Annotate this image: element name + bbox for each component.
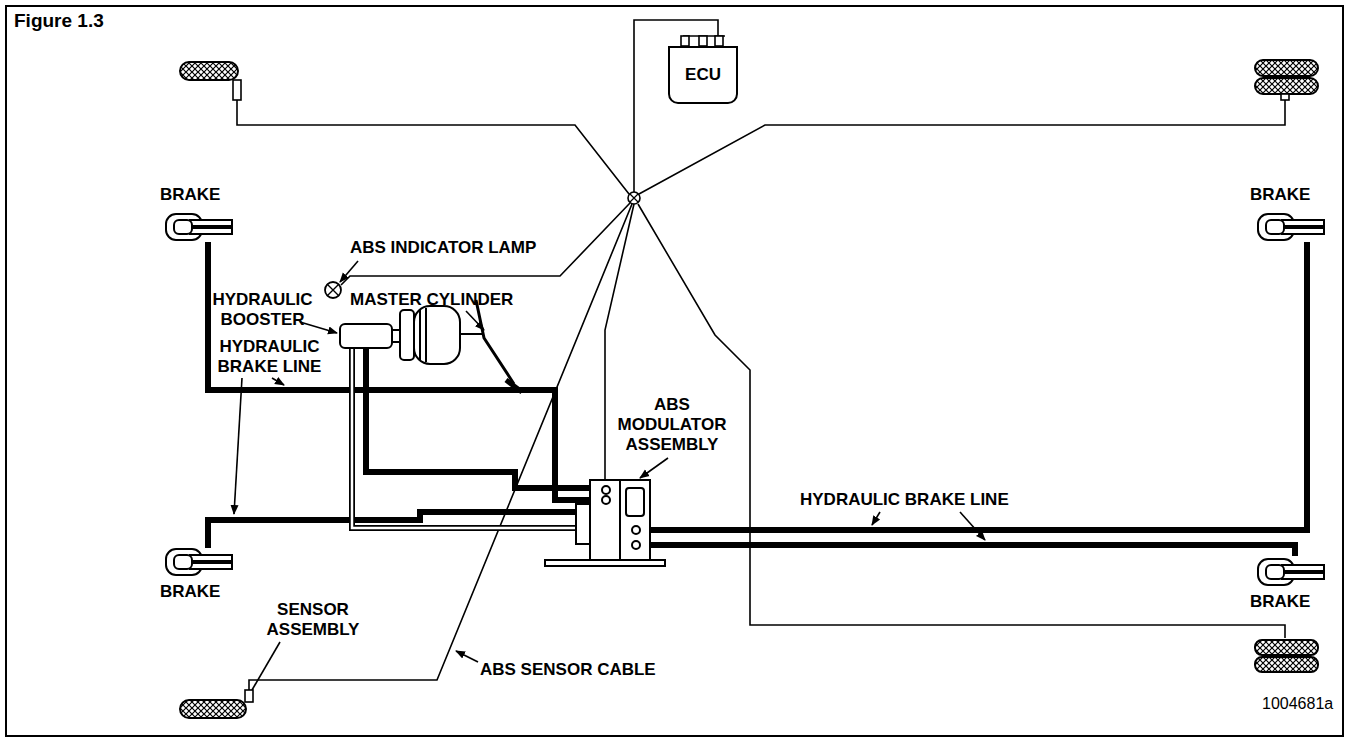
figure-title: Figure 1.3 [14, 10, 104, 32]
node-label: ECU [685, 65, 721, 85]
booster-label: HYDRAULIC BOOSTER [205, 290, 320, 330]
frame [6, 6, 1343, 736]
master-cylinder [340, 300, 522, 392]
wiring [237, 20, 1285, 692]
leader-arrows [234, 261, 985, 662]
figure-number: 1004681a [1262, 694, 1333, 714]
abs-modulator [545, 480, 665, 566]
hydraulic-double-line [352, 346, 590, 528]
brake-label: BRAKE [1250, 592, 1310, 612]
master-cylinder-label: MASTER CYLINDER [350, 290, 513, 310]
brake-label: BRAKE [1250, 185, 1310, 205]
modulator-label: ABS MODULATOR ASSEMBLY [612, 395, 732, 455]
sensor-label: SENSOR ASSEMBLY [258, 600, 368, 640]
brake-label: BRAKE [160, 582, 220, 602]
brake-line-label: HYDRAULIC BRAKE LINE [800, 490, 1009, 510]
junction [628, 192, 640, 204]
indicator-lamp [325, 282, 341, 298]
ecu-box: ECU [668, 46, 738, 104]
brake-label: BRAKE [160, 185, 220, 205]
brake-calipers [166, 214, 1324, 585]
hydraulic-lines [208, 242, 1307, 556]
ecu-pins [681, 36, 725, 46]
lamp-label: ABS INDICATOR LAMP [350, 238, 536, 258]
brake-line-label: HYDRAULIC BRAKE LINE [212, 337, 327, 377]
sensor-cable-label: ABS SENSOR CABLE [480, 660, 656, 680]
tires [180, 60, 1318, 718]
